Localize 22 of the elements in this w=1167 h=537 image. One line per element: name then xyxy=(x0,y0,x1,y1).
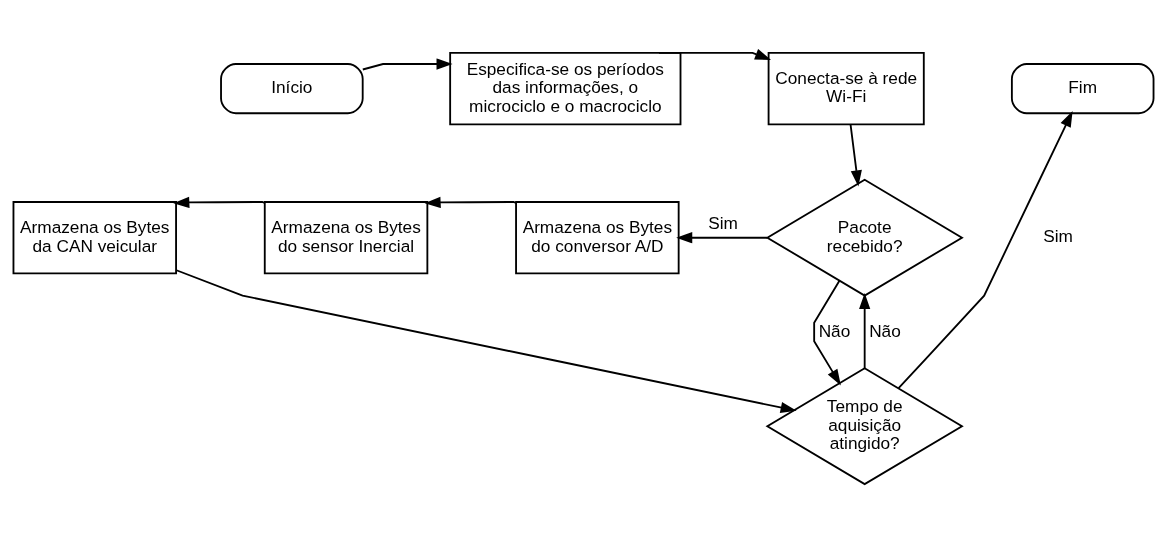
arrow xyxy=(859,292,871,370)
edge-label: Não xyxy=(818,320,851,341)
node-box: Início xyxy=(220,63,364,115)
node-box: Armazena os Bytes do conversor A/D xyxy=(515,201,680,275)
arrow xyxy=(173,196,266,209)
arrow xyxy=(361,58,453,71)
arrow xyxy=(424,196,517,209)
arrow xyxy=(676,232,768,244)
arrow xyxy=(175,269,797,414)
node-diamond: Pacote recebido? xyxy=(765,178,964,297)
node-box: Conecta-se à rede Wi-Fi xyxy=(767,52,925,126)
node-box: Fim xyxy=(1010,63,1155,115)
arrow xyxy=(849,123,862,187)
arrow xyxy=(813,279,841,386)
edge-label: Sim xyxy=(1043,226,1073,247)
arrow xyxy=(657,49,772,60)
edge-label: Sim xyxy=(708,213,738,234)
edge-label: Não xyxy=(869,320,901,341)
node-box: Armazena os Bytes da CAN veicular xyxy=(12,201,177,275)
arrow xyxy=(897,110,1073,390)
node-box: Especifica-se os períodos das informações, o microciclo e o macrociclo xyxy=(449,52,682,126)
node-box: Armazena os Bytes do sensor Inercial xyxy=(263,201,429,275)
